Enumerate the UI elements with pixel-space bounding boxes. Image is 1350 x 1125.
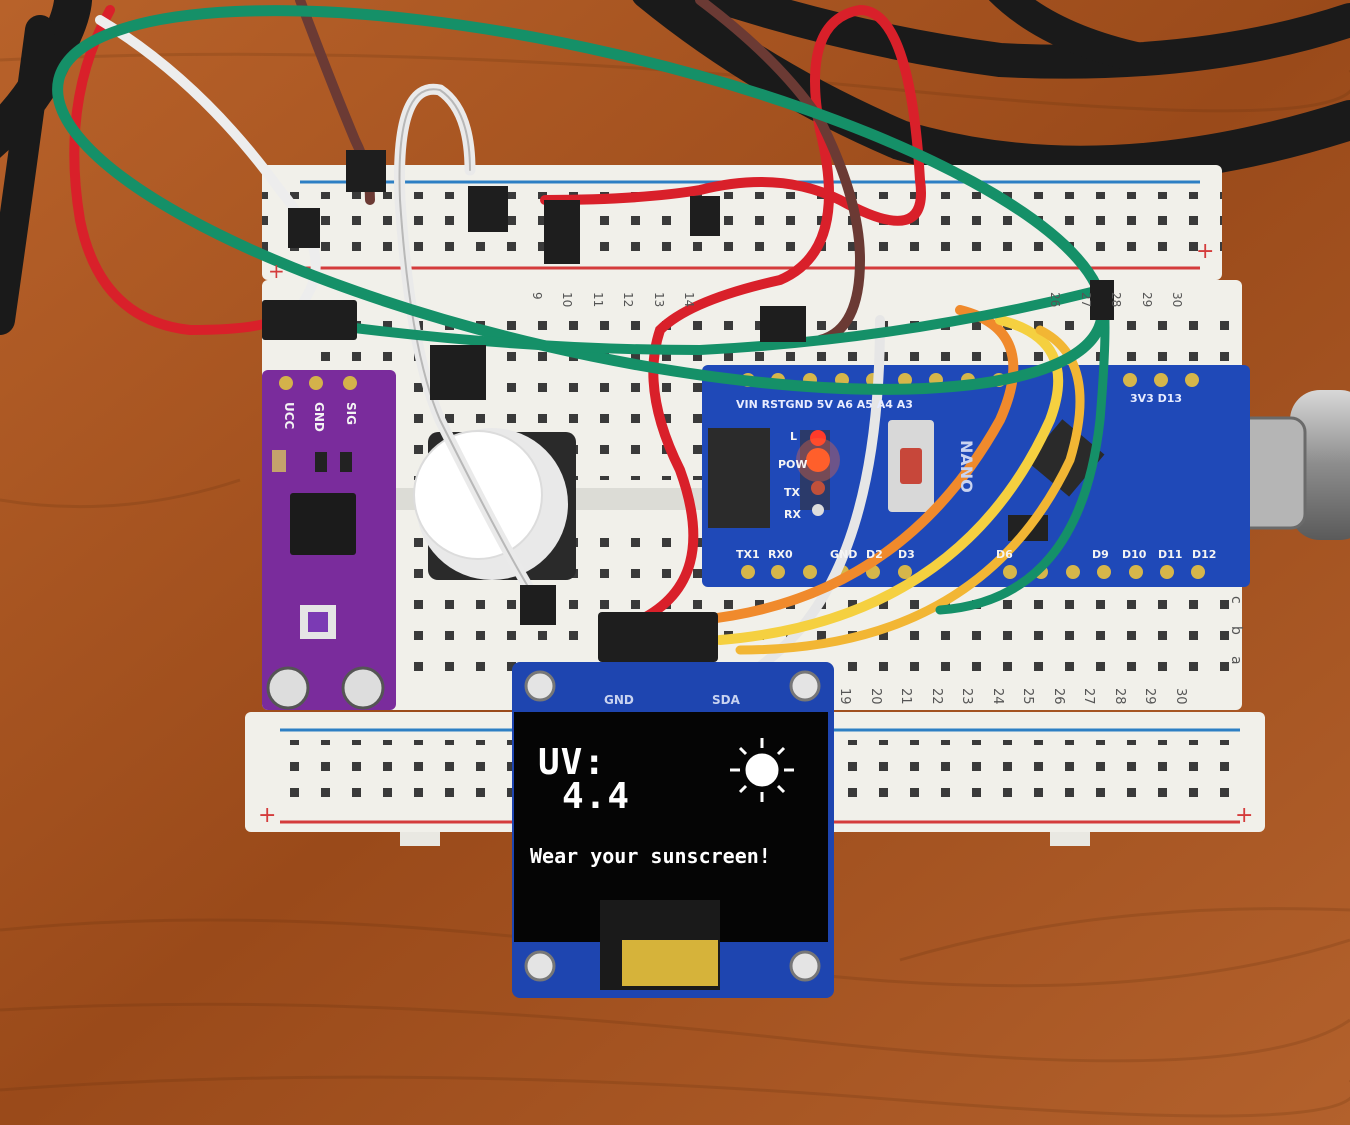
sun-icon (730, 738, 794, 802)
column-number: 10 (560, 292, 574, 308)
oled-pin-gnd: GND (604, 693, 634, 707)
nano-top-pins: VIN RSTGND 5V A6 A5 A4 A3 (736, 398, 913, 411)
nano-pin-d2: D2 (866, 548, 883, 561)
nano-pin-tx1: TX1 (736, 548, 760, 561)
sensor-pin-sig: SIG (344, 402, 358, 425)
column-number: 27 (1081, 688, 1096, 705)
nano-pin-d6: D6 (996, 548, 1013, 561)
row-letter-c: c (1228, 596, 1244, 604)
column-number: 11 (590, 292, 605, 308)
nano-pin-d3: D3 (898, 548, 915, 561)
nano-pin-d11: D11 (1158, 548, 1183, 561)
nano-pin-rx0: RX0 (768, 548, 793, 561)
column-number: 26 (1050, 688, 1066, 705)
opamp-chip (290, 493, 356, 555)
column-number: 28 (1109, 292, 1123, 308)
nano-pin-d12: D12 (1192, 548, 1217, 561)
led-l (810, 430, 826, 446)
oled-uv-value: 4.4 (562, 776, 631, 817)
column-number: 27 (1078, 292, 1093, 308)
column-number: 25 (1020, 688, 1035, 705)
column-number: 14 (682, 292, 696, 308)
nano-led-pow: POW (778, 458, 808, 471)
nano-name: NANO (957, 440, 976, 493)
rail-plus-top-right: + (1196, 239, 1214, 264)
column-number: 22 (928, 688, 944, 705)
column-number: 26 (1048, 292, 1062, 308)
sensor-pin-gnd: GND (312, 402, 326, 432)
nano-led-l: L (790, 430, 798, 443)
oled-uv-label: UV: (538, 742, 607, 783)
sensor-pin-ucc: UCC (282, 402, 296, 430)
arduino-nano-board (702, 365, 1250, 587)
rail-plus-top: + (268, 259, 285, 283)
row-letter-a: a (1228, 656, 1244, 665)
column-number: 12 (621, 292, 635, 308)
column-number: 19 (837, 688, 852, 705)
nano-led-tx: TX (784, 486, 800, 499)
nano-top-right-pins: 3V3 D13 (1130, 392, 1183, 405)
column-number: 21 (898, 688, 913, 705)
column-number: 9 (529, 292, 544, 300)
oled-message: Wear your sunscreen! (530, 844, 771, 868)
column-number: 24 (989, 688, 1005, 705)
column-number: 29 (1142, 688, 1157, 705)
nano-led-rx: RX (784, 508, 801, 521)
column-number: 30 (1172, 688, 1188, 705)
nano-pin-gnd: GND (830, 548, 858, 561)
rail-plus-bottom-left: + (258, 803, 276, 828)
column-number: 13 (651, 292, 666, 308)
row-letter-b: b (1228, 626, 1244, 635)
column-number: 23 (959, 688, 974, 705)
nano-pin-d10: D10 (1122, 548, 1147, 561)
oled-pin-sda: SDA (712, 693, 740, 707)
column-number: 29 (1139, 292, 1154, 308)
column-number: 20 (867, 688, 883, 705)
jumper-wires (52, 0, 1110, 704)
icsp-header (708, 428, 770, 528)
rail-plus-bottom-right: + (1235, 803, 1253, 828)
column-number: 30 (1170, 292, 1184, 308)
led-pow (806, 448, 830, 472)
nano-pin-d9: D9 (1092, 548, 1109, 561)
column-number: 28 (1111, 688, 1127, 705)
